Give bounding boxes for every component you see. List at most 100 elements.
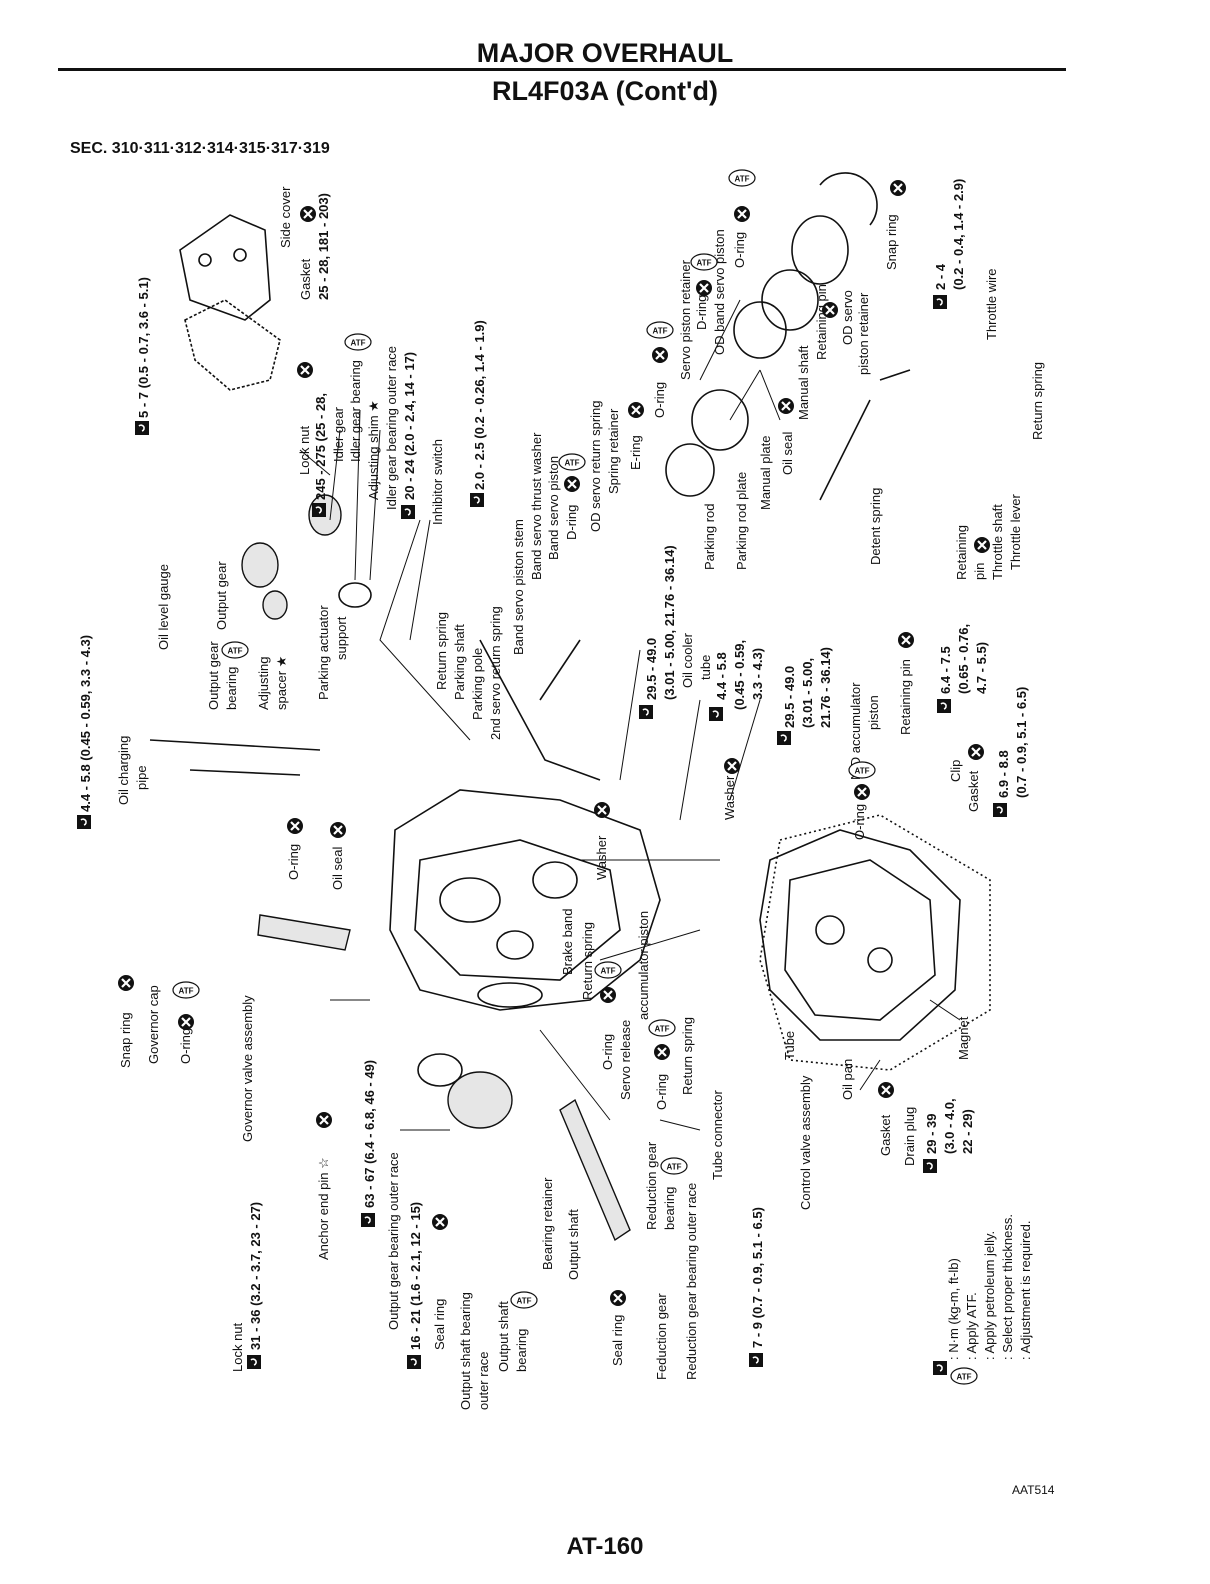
label-band-servo-piston: Band servo piston: [546, 456, 561, 560]
label-servo-release: Servo release: [618, 1020, 633, 1100]
torque-icon: [469, 492, 485, 508]
label-seal-ring-low: Seal ring: [610, 1315, 625, 1366]
label-torque-small2: (0.45 - 0.59,: [732, 640, 747, 710]
label-gasket-low: Gasket: [878, 1114, 893, 1156]
label-torque-nd2: (3.01 - 5.00,: [800, 658, 815, 728]
label-torque-throttle2: (0.2 - 0.4, 1.4 - 2.9): [951, 179, 966, 290]
label-parking-actuator: Parking actuator: [316, 605, 331, 700]
label-torque-retaining: 6.4 - 7.5: [938, 646, 953, 694]
label-return-spring-low: Return spring: [580, 922, 595, 1000]
atf-icon: [950, 1367, 978, 1385]
label-snap-ring-top: Snap ring: [884, 214, 899, 270]
discard-icon: [722, 756, 742, 776]
torque-icon: [776, 730, 792, 746]
label-o-ring-servo: O-ring: [652, 382, 667, 418]
legend-adjustment: : Adjustment is required.: [1018, 1221, 1033, 1360]
label-torque-throttle: 2 - 4: [933, 263, 948, 290]
label-torque-nd3: 21.76 - 36.14): [818, 647, 833, 728]
legend: : N·m (kg-m, ft-lb) : Apply ATF. : Apply…: [932, 1214, 1033, 1385]
label-lock-nut-low: Lock nut: [230, 1322, 245, 1372]
label-nd-piston: piston: [866, 695, 881, 730]
atf-icon: [848, 761, 876, 779]
label-control-valve: Control valve assembly: [798, 1075, 813, 1210]
label-e-ring: E-ring: [628, 435, 643, 470]
discard-icon: [608, 1288, 628, 1308]
section-reference: SEC. 310·311·312·314·315·317·319: [70, 140, 330, 157]
discard-icon: [732, 204, 752, 224]
label-torque-tube-connector: 7 - 9 (0.7 - 0.9, 5.1 - 6.5): [750, 1207, 765, 1348]
transaxle-case: [389, 639, 661, 1011]
label-adjusting-spacer: Adjusting: [256, 657, 271, 710]
torque-icon: [936, 698, 952, 714]
discard-icon: [652, 1042, 672, 1062]
discard-icon: [896, 630, 916, 650]
torque-icon: [992, 802, 1008, 818]
torque-icon: [932, 1360, 948, 1376]
label-oil-pan: Oil pan: [840, 1059, 855, 1100]
label-output-gear-bearing: Output gear: [206, 641, 221, 710]
label-manual-shaft: Manual shaft: [796, 345, 811, 420]
label-torque-output-retainer: 63 - 67 (6.4 - 6.8, 46 - 49): [362, 1060, 377, 1208]
label-torque-gasket-r2: (0.7 - 0.9, 5.1 - 6.5): [1014, 687, 1029, 798]
label-2nd-servo-spring: 2nd servo return spring: [488, 606, 503, 740]
label-inhibitor-switch: Inhibitor switch: [430, 439, 445, 525]
atf-icon: [172, 981, 200, 999]
discard-icon: [966, 742, 986, 762]
label-torque-nd: 29.5 - 49.0: [782, 666, 797, 728]
label-gasket-right: Gasket: [966, 770, 981, 812]
discard-icon: [328, 820, 348, 840]
label-reduction-gear-bearing: Reduction gear: [644, 1141, 659, 1230]
label-reduction-gear-bearing2: bearing: [662, 1187, 677, 1230]
atf-icon: [558, 453, 586, 471]
label-return-spring-mid: Return spring: [434, 612, 449, 690]
label-oil-charging: Oil charging: [116, 736, 131, 805]
label-od-band-servo-piston: OD band servo piston: [712, 229, 727, 355]
label-parking-shaft: Parking shaft: [452, 624, 467, 700]
atf-icon: [344, 333, 372, 351]
label-od-servo-retainer: piston retainer: [856, 292, 871, 375]
atf-icon: [594, 961, 622, 979]
torque-icon: [246, 1354, 262, 1370]
od-servo-pistons: [665, 172, 878, 497]
label-throttle-lever: Throttle lever: [1008, 493, 1023, 570]
label-return-spring-r: Return spring: [1030, 362, 1045, 440]
label-detent-spring: Detent spring: [868, 488, 883, 565]
label-tube-connector: Tube connector: [710, 1089, 725, 1180]
atf-icon: [728, 169, 756, 187]
label-tube: Tube: [782, 1031, 797, 1060]
label-adjusting-shim: Adjusting shim ★: [366, 400, 381, 500]
legend-petroleum: : Apply petroleum jelly.: [982, 1231, 997, 1360]
label-torque-gasket: 25 - 28, 181 - 203): [316, 193, 331, 300]
discard-icon: [972, 535, 992, 555]
label-torque-small: 4.4 - 5.8: [714, 652, 729, 700]
atf-icon: [510, 1291, 538, 1309]
label-torque-drain2: (3.0 - 4.0,: [942, 1098, 957, 1154]
label-torque-idler: 20 - 24 (2.0 - 2.4, 14 - 17): [402, 352, 417, 500]
discard-icon: [295, 360, 315, 380]
label-actuator-support: support: [334, 616, 349, 660]
discard-icon: [298, 204, 318, 224]
atf-icon: [648, 1019, 676, 1037]
torque-icon: [638, 704, 654, 720]
torque-icon: [76, 814, 92, 830]
image-code: AAT514: [1012, 1483, 1055, 1497]
label-idler-gear: Idler gear: [331, 406, 346, 462]
discard-icon: [430, 1212, 450, 1232]
discard-icon: [820, 300, 840, 320]
label-torque-lock-nut: 245 - 275 (25 - 28,: [313, 393, 328, 500]
torque-icon: [748, 1352, 764, 1368]
label-outer-race: outer race: [476, 1351, 491, 1410]
label-parking-rod-plate: Parking rod plate: [734, 472, 749, 570]
discard-icon: [562, 474, 582, 494]
label-torque-oil-cooler: 29.5 - 49.0: [644, 638, 659, 700]
label-o-ring-gov: O-ring: [178, 1028, 193, 1064]
label-od-servo: OD servo: [840, 290, 855, 345]
part-labels: Side cover Gasket 25 - 28, 181 - 203) 5 …: [76, 169, 1045, 1410]
discard-icon: [888, 178, 908, 198]
label-torque-small3: 3.3 - 4.3): [750, 648, 765, 700]
discard-icon: [314, 1110, 334, 1130]
side-cover: [179, 214, 281, 391]
label-oil-level-gauge: Oil level gauge: [156, 564, 171, 650]
label-snap-ring-gov: Snap ring: [118, 1012, 133, 1068]
label-d-ring: D-ring: [564, 505, 579, 540]
